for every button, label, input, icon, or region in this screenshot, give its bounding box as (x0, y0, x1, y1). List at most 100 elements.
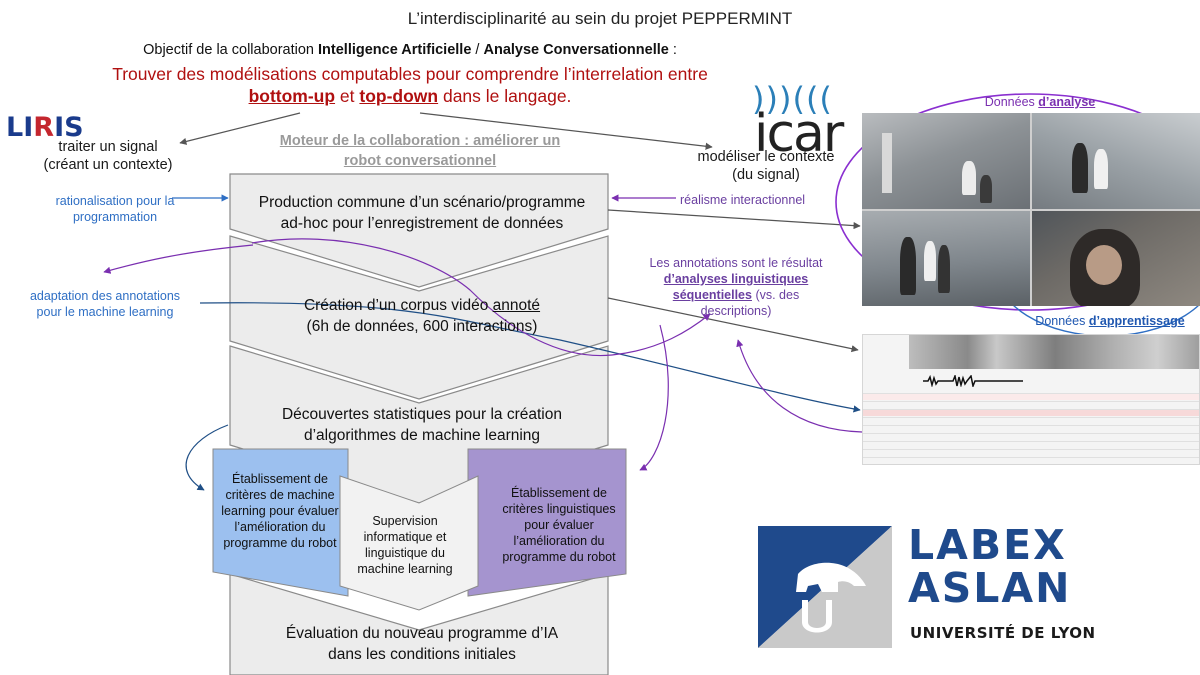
annotation-tier (863, 457, 1199, 464)
annotation-tier (863, 433, 1199, 440)
spectrogram (909, 335, 1199, 369)
label-adaptation-line-2: pour le machine learning (36, 305, 174, 319)
goal-line-2: bottom-up et top-down dans le langage. (60, 85, 760, 107)
step-3-line-1: Découvertes statistiques pour la créatio… (281, 406, 562, 423)
step-1-text: Production commune d’un scénario/program… (232, 192, 612, 234)
label-realisme: réalisme interactionnel (680, 193, 806, 207)
motor-line-1: Moteur de la collaboration : améliorer u… (279, 133, 561, 149)
recording-photo-closeup (1032, 210, 1200, 306)
liris-role-line-2: (créant un contexte) (43, 157, 173, 173)
labex-emblem-icon (758, 526, 892, 648)
step-1-line-2: ad-hoc pour l’enregistrement de données (280, 215, 564, 232)
box-ml-criteria: Établissement de critères de machine lea… (221, 472, 339, 550)
ellipse-analysis-data (835, 93, 1200, 311)
arrow-loop-left (185, 424, 229, 491)
collaboration-motor: Moteur de la collaboration : améliorer u… (244, 131, 596, 171)
step-2-prefix: Création d’un corpus vidéo (303, 297, 493, 314)
annotation-tier (863, 401, 1199, 408)
annotation-tier (863, 425, 1199, 432)
analysis-data-term: d’analyse (1038, 95, 1096, 109)
goal-term-bottom-up: bottom-up (248, 86, 336, 106)
objective-term-ai: Intelligence Artificielle (318, 42, 472, 58)
label-annotations-line-2: d’analyses linguistiques (636, 271, 836, 287)
box-ml-criteria-shape (212, 448, 349, 597)
box-supervision: Supervision informatique et linguistique… (357, 514, 453, 576)
label-rationalisation: rationalisation pour la programmation (30, 193, 200, 225)
arrow-purple-to-box (639, 324, 669, 471)
learning-data-term: d’apprentissage (1088, 314, 1185, 328)
chevron-step-2 (229, 235, 609, 400)
waveform (923, 375, 1023, 387)
arrow-purple-return (736, 339, 863, 433)
arrow-step1-to-photos (607, 209, 861, 230)
annotation-tier (863, 417, 1199, 424)
annotation-software-screenshot (862, 334, 1200, 465)
label-rationalisation-line-1: rationalisation pour la (55, 194, 175, 208)
objective-separator: / (471, 42, 484, 58)
arrow-objective-to-icar (419, 112, 713, 150)
annotation-tier (863, 449, 1199, 456)
label-analysis-data: Données d’analyse (930, 95, 1150, 109)
step-5-text: Évaluation du nouveau programme d’IA dan… (232, 623, 612, 665)
collaboration-goal: Trouver des modélisations computables po… (60, 63, 760, 107)
labex-line-2: ASLAN (908, 564, 1072, 612)
annotation-tier (863, 409, 1199, 416)
chevron-step-5 (229, 573, 609, 675)
liris-logo-text: LIRIS (6, 112, 84, 143)
label-learning-data: Données d’apprentissage (1020, 314, 1200, 328)
annotation-tier (863, 393, 1199, 400)
step-3-text: Découvertes statistiques pour la créatio… (232, 404, 612, 446)
label-annotations: Les annotations sont le résultat d’analy… (636, 255, 836, 319)
objective-prefix: Objectif de la collaboration (143, 42, 319, 58)
labex-line-1: LABEX (908, 521, 1067, 569)
label-rationalisation-line-2: programmation (72, 210, 158, 224)
arrow-objective-to-liris (179, 112, 301, 145)
page-title: L’interdisciplinarité au sein du projet … (407, 9, 793, 28)
step-2-line-2: (6h de données, 600 interactions) (306, 318, 538, 335)
icar-logo: icar (754, 104, 844, 164)
goal-line-2-suffix: dans le langage. (438, 86, 572, 106)
label-adaptation: adaptation des annotations pour le machi… (10, 288, 200, 320)
goal-line-1: Trouver des modélisations computables po… (112, 64, 708, 84)
label-annotations-bold-1: d’analyses linguistiques (663, 272, 809, 286)
step-2-underlined: annoté (492, 297, 541, 314)
label-adaptation-line-1: adaptation des annotations (29, 289, 181, 303)
label-annotations-bold-2: séquentielles (672, 288, 752, 302)
labex-wordmark: LABEX ASLAN (908, 524, 1071, 610)
arrow-adaptation-curve (199, 302, 861, 413)
annotation-tier (863, 441, 1199, 448)
step-5-line-1: Évaluation du nouveau programme d’IA (285, 625, 559, 642)
icar-role-line-1: modéliser le contexte (697, 149, 835, 165)
objective-term-ca: Analyse Conversationnelle (483, 42, 669, 58)
icar-role-line-2: (du signal) (732, 167, 800, 183)
box-ling-criteria: Établissement de critères linguistiques … (502, 486, 616, 564)
step-5-line-2: dans les conditions initiales (328, 646, 516, 663)
icar-role: modéliser le contexte (du signal) (676, 148, 856, 184)
arrow-purple-top-loop (103, 244, 254, 274)
label-annotations-line-4: descriptions) (700, 304, 772, 318)
labex-university: UNIVERSITÉ DE LYON (910, 624, 1096, 642)
learning-data-prefix: Données (1035, 314, 1089, 328)
analysis-data-prefix: Données (984, 95, 1039, 109)
liris-logo: LIRIS (6, 112, 84, 143)
goal-connector: et (335, 86, 360, 106)
arrow-purple-annotation-loop (251, 238, 711, 357)
collaboration-objective: Objectif de la collaboration Intelligenc… (60, 42, 760, 58)
goal-term-top-down: top-down (359, 86, 439, 106)
arrow-step2-to-annotations (607, 297, 859, 353)
step-2-line-1: Création d’un corpus vidéo annoté (232, 295, 612, 316)
icar-waves-icon: )))((( (752, 80, 833, 118)
step-2-text: Création d’un corpus vidéo annoté (6h de… (232, 295, 612, 337)
step-1-line-1: Production commune d’un scénario/program… (258, 194, 586, 211)
recording-photo-corridor (1032, 113, 1200, 209)
objective-suffix: : (668, 42, 677, 58)
recording-photo-hall (862, 113, 1030, 209)
liris-role-line-1: traiter un signal (58, 139, 158, 155)
liris-role: traiter un signal (créant un contexte) (18, 138, 198, 174)
label-annotations-line-3-suffix: (vs. des (751, 288, 800, 302)
label-annotations-line-3: séquentielles (vs. des (636, 287, 836, 303)
recording-photos (862, 113, 1200, 306)
recording-photo-entrance (862, 210, 1030, 306)
label-annotations-line-1: Les annotations sont le résultat (649, 256, 823, 270)
